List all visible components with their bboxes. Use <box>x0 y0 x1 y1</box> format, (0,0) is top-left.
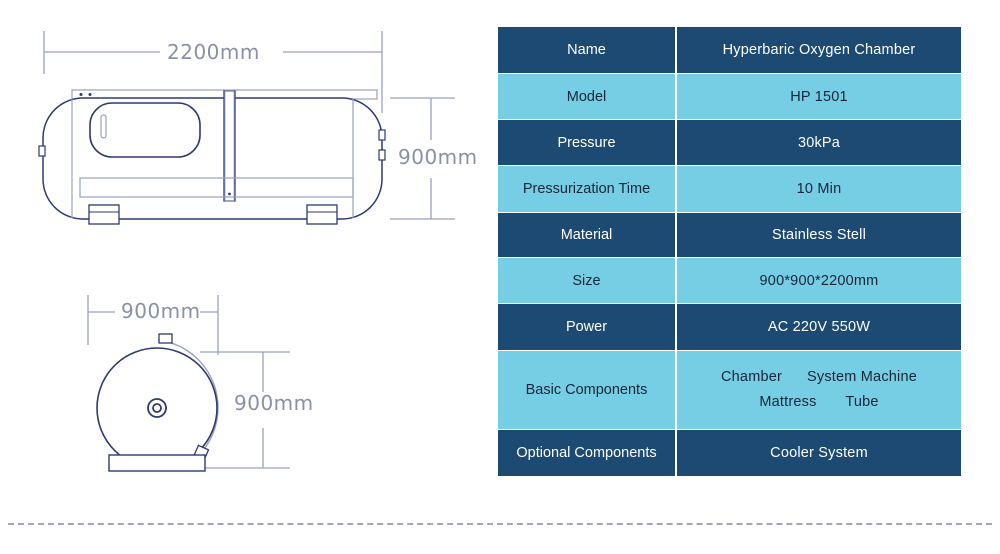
table-row: Pressurization Time 10 Min <box>498 165 961 213</box>
front-view-dimension-width <box>87 295 219 355</box>
table-row: Basic Components Chamber System Machine M… <box>498 350 961 430</box>
side-view-dimension-length <box>43 31 383 113</box>
spec-label-name: Name <box>498 27 677 74</box>
bottom-divider <box>8 523 992 525</box>
table-row: Size 900*900*2200mm <box>498 257 961 304</box>
basic-component-chamber: Chamber <box>721 368 783 385</box>
drawings-svg <box>38 31 455 472</box>
table-row: Material Stainless Stell <box>498 212 961 258</box>
front-view-dimension-height <box>196 351 290 469</box>
side-view-height-dimension-label: 900mm <box>398 145 478 169</box>
side-view-dimension-height <box>390 97 455 220</box>
table-row: Pressure 30kPa <box>498 119 961 166</box>
basic-components-line-1: Chamber System Machine <box>681 365 957 390</box>
specification-table: Name Hyperbaric Oxygen Chamber Model HP … <box>498 27 961 477</box>
spec-value-size: 900*900*2200mm <box>676 257 961 304</box>
spec-value-pressure: 30kPa <box>676 119 961 166</box>
basic-components-line-2: Mattress Tube <box>681 390 957 415</box>
basic-component-tube: Tube <box>845 394 879 410</box>
spec-value-model: HP 1501 <box>676 73 961 120</box>
basic-component-mattress: Mattress <box>759 394 817 410</box>
spec-value-basic-components: Chamber System Machine Mattress Tube <box>676 350 961 430</box>
spec-value-pressurization-time: 10 Min <box>676 165 961 213</box>
spec-value-optional-components: Cooler System <box>676 429 961 477</box>
side-view-length-dimension-label: 2200mm <box>167 40 260 64</box>
spec-label-model: Model <box>498 73 677 120</box>
table-row: Power AC 220V 550W <box>498 303 961 351</box>
table-row: Model HP 1501 <box>498 73 961 120</box>
front-view-width-dimension-label: 900mm <box>121 299 201 323</box>
spec-value-material: Stainless Stell <box>676 212 961 258</box>
table-row: Name Hyperbaric Oxygen Chamber <box>498 27 961 74</box>
spec-value-name: Hyperbaric Oxygen Chamber <box>676 27 961 74</box>
specification-table-body: Name Hyperbaric Oxygen Chamber Model HP … <box>498 27 961 477</box>
technical-drawings-panel: 2200mm 900mm 900mm 900mm <box>0 0 497 500</box>
table-row: Optional Components Cooler System <box>498 429 961 477</box>
spec-label-material: Material <box>498 212 677 258</box>
front-view-chamber-body <box>96 333 219 472</box>
spec-value-power: AC 220V 550W <box>676 303 961 351</box>
spec-label-pressure: Pressure <box>498 119 677 166</box>
basic-component-system-machine: System Machine <box>807 368 917 385</box>
spec-label-optional-components: Optional Components <box>498 429 677 477</box>
spec-label-size: Size <box>498 257 677 304</box>
front-view-height-dimension-label: 900mm <box>234 391 314 415</box>
spec-label-power: Power <box>498 303 677 351</box>
spec-label-pressurization-time: Pressurization Time <box>498 165 677 213</box>
spec-label-basic-components: Basic Components <box>498 350 677 430</box>
side-view-chamber-body <box>38 89 386 225</box>
